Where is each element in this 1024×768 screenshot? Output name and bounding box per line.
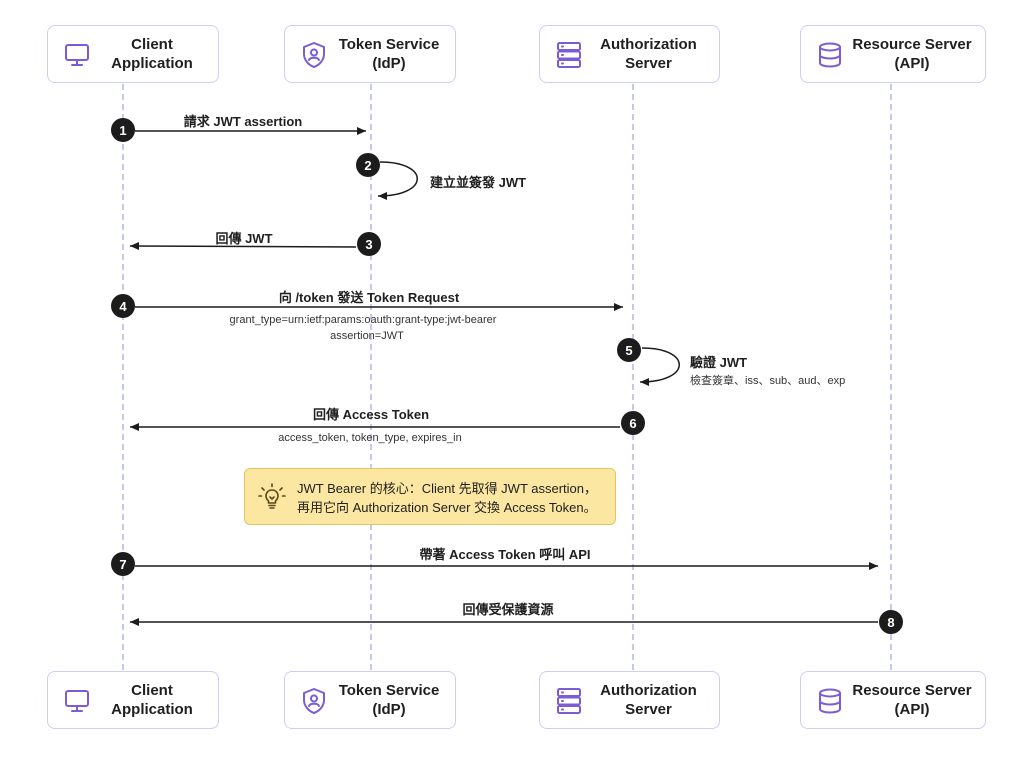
monitor-icon bbox=[65, 44, 89, 66]
arrow-3 bbox=[129, 242, 357, 251]
participant-subtitle: (API) bbox=[894, 55, 930, 72]
database-icon bbox=[819, 42, 841, 68]
arrow-5 bbox=[639, 347, 680, 386]
database-icon bbox=[819, 688, 841, 714]
message-label-1: 請求 JWT assertion bbox=[183, 114, 303, 129]
monitor-icon bbox=[65, 690, 89, 712]
lightbulb-icon bbox=[258, 483, 286, 509]
participant-subtitle: Application bbox=[111, 55, 193, 72]
step-marker-7: 7 bbox=[111, 552, 135, 576]
step-marker-1: 1 bbox=[111, 118, 135, 142]
participant-title: Client bbox=[131, 682, 173, 699]
lifeline-auth bbox=[632, 84, 634, 670]
message-label-3: 回傳 JWT bbox=[215, 231, 273, 246]
message-label-6: 回傳 Access Token bbox=[312, 407, 430, 422]
step-marker-3: 3 bbox=[357, 232, 381, 256]
message-detail-4a: grant_type=urn:ietf:params:oauth:grant-t… bbox=[229, 314, 497, 326]
step-marker-5: 5 bbox=[617, 338, 641, 362]
message-detail-6: access_token, token_type, expires_in bbox=[278, 432, 462, 444]
participant-subtitle: (API) bbox=[894, 701, 930, 718]
participant-api-top: Resource Server (API) bbox=[800, 25, 986, 83]
participant-title: Client bbox=[131, 36, 173, 53]
message-label-7: 帶著 Access Token 呼叫 API bbox=[419, 547, 591, 562]
lifeline-client bbox=[122, 84, 124, 670]
participant-title: Resource Server bbox=[852, 682, 972, 699]
participant-title: Authorization bbox=[600, 682, 697, 699]
participant-api-bottom: Resource Server (API) bbox=[800, 671, 986, 729]
message-label-2: 建立並簽發 JWT bbox=[430, 175, 527, 190]
server-icon bbox=[557, 688, 581, 714]
message-label-5: 驗證 JWT bbox=[690, 355, 748, 370]
server-icon bbox=[557, 42, 581, 68]
shield-user-icon bbox=[303, 42, 325, 68]
participant-idp-bottom: Token Service (IdP) bbox=[284, 671, 456, 729]
participant-subtitle: (IdP) bbox=[372, 701, 406, 718]
step-marker-2: 2 bbox=[356, 153, 380, 177]
participant-subtitle: (IdP) bbox=[372, 55, 406, 72]
note-line-1: JWT Bearer 的核心：Client 先取得 JWT assertion， bbox=[297, 481, 598, 496]
participant-title: Token Service bbox=[338, 682, 440, 699]
arrow-2 bbox=[377, 161, 418, 200]
participant-subtitle: Server bbox=[625, 701, 672, 718]
participant-title: Authorization bbox=[600, 36, 697, 53]
message-label-4: 向 /token 發送 Token Request bbox=[278, 290, 460, 305]
shield-user-icon bbox=[303, 688, 325, 714]
participant-idp-top: Token Service (IdP) bbox=[284, 25, 456, 83]
participant-title: Token Service bbox=[338, 36, 440, 53]
message-detail-4b: assertion=JWT bbox=[330, 330, 404, 342]
participant-title: Resource Server bbox=[852, 36, 972, 53]
message-detail-5: 檢查簽章、iss、sub、aud、exp bbox=[690, 375, 846, 387]
step-marker-8: 8 bbox=[879, 610, 903, 634]
participant-subtitle: Application bbox=[111, 701, 193, 718]
step-marker-6: 6 bbox=[621, 411, 645, 435]
note-box: JWT Bearer 的核心：Client 先取得 JWT assertion，… bbox=[244, 468, 616, 525]
step-marker-4: 4 bbox=[111, 294, 135, 318]
message-label-8: 回傳受保護資源 bbox=[462, 602, 554, 617]
lifeline-idp bbox=[370, 84, 372, 670]
lifeline-api bbox=[890, 84, 892, 670]
participant-subtitle: Server bbox=[625, 55, 672, 72]
note-line-2: 再用它向 Authorization Server 交換 Access Toke… bbox=[297, 500, 597, 515]
